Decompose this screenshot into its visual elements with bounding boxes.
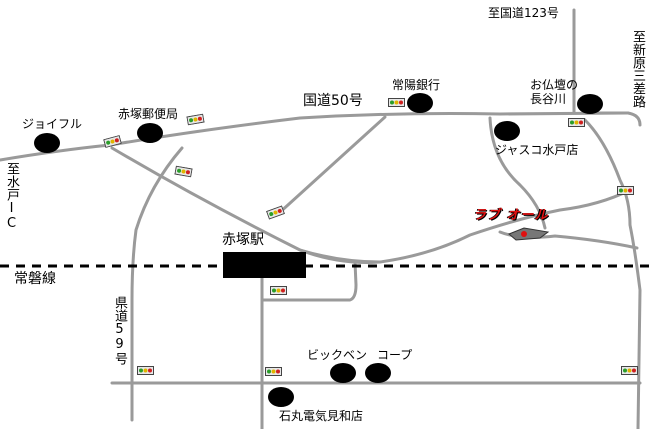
coop-label: コープ — [377, 348, 413, 362]
landmark-dot-icon — [34, 133, 60, 153]
shinhara-label: 至新原三差路 — [630, 30, 645, 108]
traffic-signal-icon — [174, 165, 193, 178]
mito-ic-label: 至水戸IC — [4, 162, 19, 231]
hasegawa-label: お仏壇の長谷川 — [530, 78, 579, 106]
landmark-dot-icon — [577, 94, 603, 114]
joban-line-label: 常磐線 — [14, 271, 56, 287]
destination-label: ラブ オール — [473, 208, 549, 223]
route-50-road — [0, 111, 630, 162]
track-side-road — [298, 188, 632, 264]
traffic-signal-icon — [617, 186, 634, 195]
landmark-dot-icon — [137, 123, 163, 143]
traffic-signal-icon — [270, 286, 287, 295]
diagonal-from-bank — [276, 115, 387, 216]
landmark-dot-icon — [494, 121, 520, 141]
landmark-dot-icon — [330, 363, 356, 383]
traffic-signal-icon — [388, 98, 405, 107]
ishimaru-label: 石丸電気見和店 — [279, 409, 364, 423]
jasco-label: ジャスコ水戸店 — [495, 143, 579, 157]
traffic-signal-icon — [265, 205, 286, 220]
south-loop-road — [260, 260, 358, 302]
traffic-signal-icon — [568, 118, 585, 127]
traffic-signal-icon — [621, 366, 638, 375]
big-ben-label: ビックベン — [307, 348, 368, 362]
joifuru-label: ジョイフル — [22, 117, 83, 131]
landmark-dot-icon — [365, 363, 391, 383]
landmark-dot-icon — [268, 387, 294, 407]
station-label: 赤塚駅 — [222, 232, 264, 248]
route-50-label: 国道50号 — [303, 93, 363, 109]
traffic-signal-icon — [186, 113, 205, 126]
traffic-signal-icon — [137, 366, 154, 375]
right-curve-road — [583, 118, 642, 429]
akatsuka-post-label: 赤塚郵便局 — [118, 107, 179, 121]
landmark-dot-icon — [407, 93, 433, 113]
joyo-bank-label: 常陽銀行 — [392, 78, 441, 92]
prefectural-59-label: 県道59号 — [112, 296, 127, 365]
traffic-signal-icon — [103, 134, 122, 149]
traffic-signal-icon — [265, 367, 282, 376]
destination-pin-icon — [508, 227, 550, 241]
jasco-loop — [488, 116, 547, 230]
east-road-shinhara — [581, 111, 642, 127]
route-123-label: 至国道123号 — [488, 6, 559, 20]
west-curve-road — [130, 146, 184, 422]
akatsuka-station-building — [223, 252, 306, 278]
